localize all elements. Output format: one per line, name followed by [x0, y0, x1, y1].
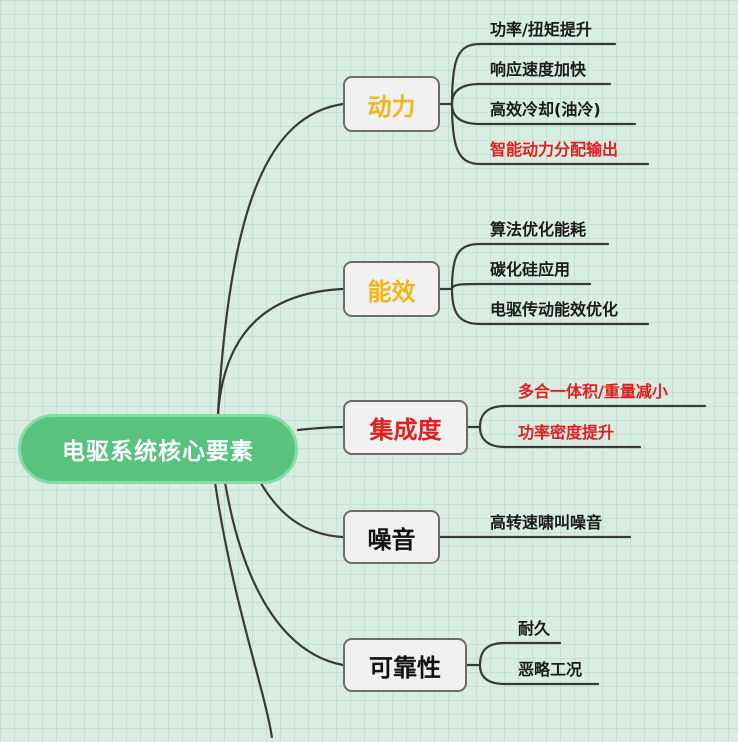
connector-root-integration [296, 425, 345, 432]
branch-node-efficiency[interactable]: 能效 [343, 261, 440, 317]
leaf-reliability-durability[interactable]: 耐久 [518, 619, 551, 638]
branch-node-reliability[interactable]: 可靠性 [343, 638, 467, 692]
leaf-integration-volume[interactable]: 多合一体积/重量减小 [518, 382, 668, 401]
branch-node-integration[interactable]: 集成度 [343, 400, 468, 455]
connector-reliability-leaf-1 [478, 641, 562, 667]
connector-efficiency-leaf-2 [450, 282, 592, 291]
leaf-efficiency-algorithm[interactable]: 算法优化能耗 [490, 220, 587, 239]
root-node[interactable]: 电驱系统核心要素 [18, 414, 298, 484]
connector-root-reliability [223, 480, 345, 667]
leaf-power-cooling[interactable]: 高效冷却(油冷) [490, 100, 601, 119]
connector-efficiency-leaf-1 [450, 242, 610, 291]
leaf-power-response[interactable]: 响应速度加快 [490, 60, 587, 79]
connector-integration-leaf-2 [478, 425, 642, 449]
leaf-power-distribution[interactable]: 智能动力分配输出 [490, 140, 619, 159]
connector-power-leaf-4 [450, 102, 650, 166]
branch-node-noise[interactable]: 噪音 [343, 510, 440, 564]
leaf-efficiency-sic[interactable]: 碳化硅应用 [490, 260, 571, 279]
branch-node-power[interactable]: 动力 [343, 76, 440, 132]
connector-power-leaf-1 [450, 42, 617, 106]
connector-root-noise [256, 476, 345, 539]
leaf-efficiency-drivetrain[interactable]: 电驱传动能效优化 [490, 300, 619, 319]
connector-power-leaf-2 [450, 82, 612, 106]
leaf-power-torque[interactable]: 功率/扭矩提升 [490, 20, 592, 39]
connector-reliability-leaf-2 [478, 663, 600, 686]
leaf-noise-whine[interactable]: 高转速啸叫噪音 [490, 513, 603, 532]
leaf-reliability-harsh[interactable]: 恶略工况 [518, 660, 583, 679]
leaf-integration-density[interactable]: 功率密度提升 [518, 423, 615, 442]
connector-efficiency-leaf-3 [450, 287, 650, 326]
connector-root-offscreen [213, 480, 274, 740]
connector-root-efficiency [216, 287, 345, 416]
connector-integration-leaf-1 [478, 404, 707, 429]
connector-root-power [216, 102, 345, 416]
